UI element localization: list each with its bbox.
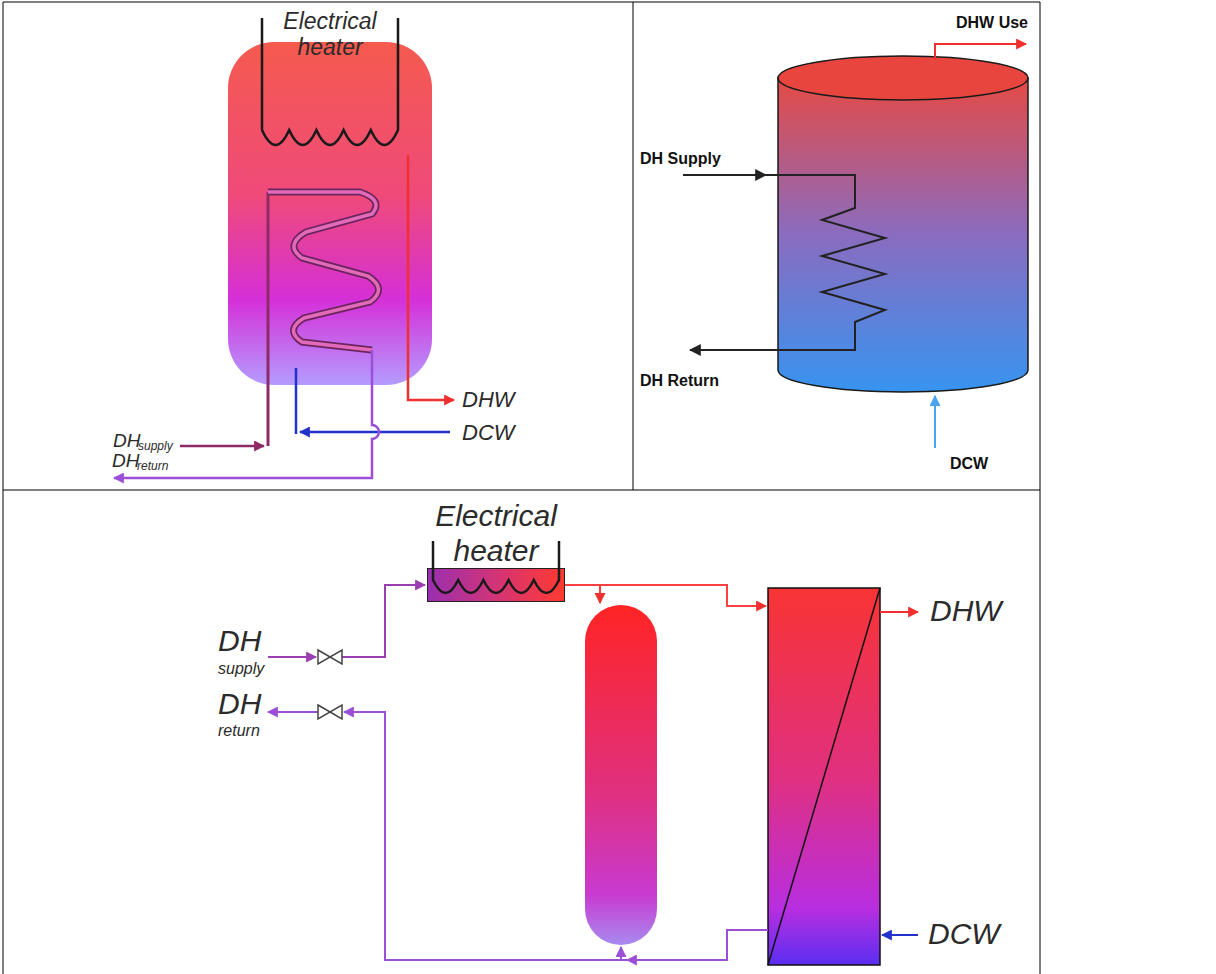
return-pipe bbox=[268, 711, 318, 713]
heater-label: Electrical heater bbox=[283, 8, 376, 61]
pipe-subscript: supply bbox=[218, 660, 264, 678]
valve-symbol bbox=[318, 650, 342, 664]
storage-tank bbox=[228, 42, 432, 385]
pipe-label: DHW bbox=[462, 387, 515, 412]
hot-pipe bbox=[565, 585, 766, 606]
supply-pipe bbox=[683, 174, 766, 176]
cold-water-pipe bbox=[934, 396, 936, 448]
supply-pipe bbox=[268, 656, 316, 658]
return-pipe bbox=[344, 712, 627, 960]
pipe-label: DH bbox=[113, 430, 140, 452]
heating-coil bbox=[690, 175, 885, 350]
heater-coil bbox=[433, 568, 559, 593]
pipe-label: DH bbox=[218, 624, 261, 659]
table-border bbox=[3, 2, 1040, 3]
pipe-label: DH Supply bbox=[640, 150, 721, 168]
pipe-label: DHW Use bbox=[956, 14, 1028, 32]
storage-tank bbox=[778, 78, 1028, 392]
hot-water-pipe bbox=[408, 155, 454, 400]
pipe-label: DHW bbox=[930, 594, 1002, 629]
supply-pipe bbox=[180, 445, 264, 448]
cold-water-pipe bbox=[882, 934, 918, 936]
pipe-label: DCW bbox=[950, 455, 988, 473]
heater-box bbox=[427, 568, 565, 602]
cold-water-pipe bbox=[300, 431, 450, 434]
tank-top bbox=[778, 56, 1028, 100]
storage-tank bbox=[585, 605, 657, 945]
pipe-label: DCW bbox=[462, 420, 515, 445]
heat-exchanger-divider bbox=[768, 588, 880, 965]
return-pipe bbox=[114, 350, 379, 478]
heater-wire bbox=[432, 541, 435, 570]
heater-coil bbox=[427, 568, 565, 602]
table-border bbox=[3, 490, 1040, 491]
pipe-label: DCW bbox=[928, 917, 1000, 952]
heating-coil bbox=[268, 192, 379, 350]
pipe-subscript: return bbox=[218, 722, 260, 740]
pipe-label: DH bbox=[112, 450, 139, 472]
supply-pipe bbox=[267, 192, 270, 446]
heater-label: Electrical heater bbox=[435, 499, 557, 568]
hot-water-pipe bbox=[880, 611, 918, 613]
heater-wire bbox=[558, 541, 561, 570]
table-border bbox=[633, 2, 634, 490]
pipe-label: DH bbox=[218, 687, 261, 722]
return-pipe bbox=[627, 930, 768, 960]
supply-pipe bbox=[342, 585, 425, 657]
hot-pipe bbox=[599, 585, 601, 603]
return-pipe bbox=[620, 947, 622, 960]
pipe-subscript: return bbox=[137, 460, 168, 474]
table-border bbox=[1040, 2, 1041, 974]
pipe-label: DH Return bbox=[640, 372, 719, 390]
heat-exchanger bbox=[768, 588, 880, 965]
table-border bbox=[3, 2, 4, 974]
hot-water-pipe bbox=[935, 44, 1026, 60]
heating-coil bbox=[268, 192, 379, 350]
valve-symbol bbox=[318, 705, 342, 719]
cold-water-pipe bbox=[295, 368, 298, 434]
electrical-heater: Electrical heater bbox=[427, 499, 565, 602]
pipe-subscript: supply bbox=[138, 440, 173, 454]
